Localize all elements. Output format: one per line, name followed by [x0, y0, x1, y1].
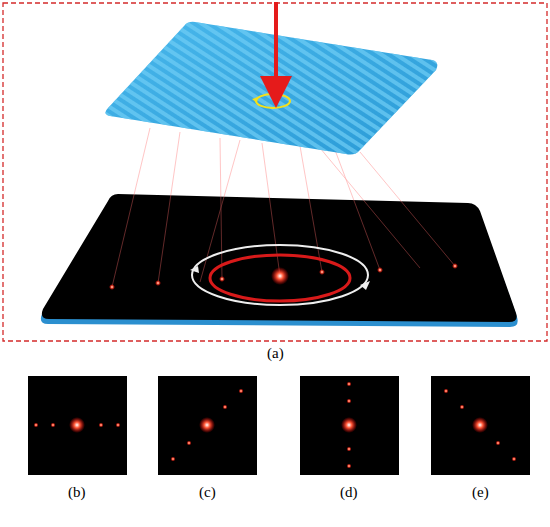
- beams: [112, 128, 455, 287]
- panel-label: (c): [199, 484, 216, 501]
- panel-c: [158, 376, 257, 475]
- outer-ring: [192, 245, 368, 305]
- diffraction-spots: [109, 263, 458, 290]
- ring-head: [360, 281, 370, 290]
- panel-e: [431, 376, 530, 475]
- inner-ring: [210, 255, 350, 301]
- rotation-head: [252, 97, 258, 103]
- ring-head: [190, 266, 199, 273]
- panel-label: (b): [68, 484, 86, 501]
- incident-beam: [274, 2, 278, 92]
- frame: [3, 3, 547, 341]
- panel-label: (a): [267, 345, 284, 362]
- screen: [42, 194, 517, 322]
- panel-b: [28, 376, 127, 475]
- grating-lines: [105, 22, 437, 155]
- panel-d: [300, 376, 399, 475]
- grating-plate: [105, 22, 437, 155]
- rotation-arrow: [256, 94, 290, 108]
- panel-label: (e): [472, 484, 489, 501]
- panel-label: (d): [340, 484, 358, 501]
